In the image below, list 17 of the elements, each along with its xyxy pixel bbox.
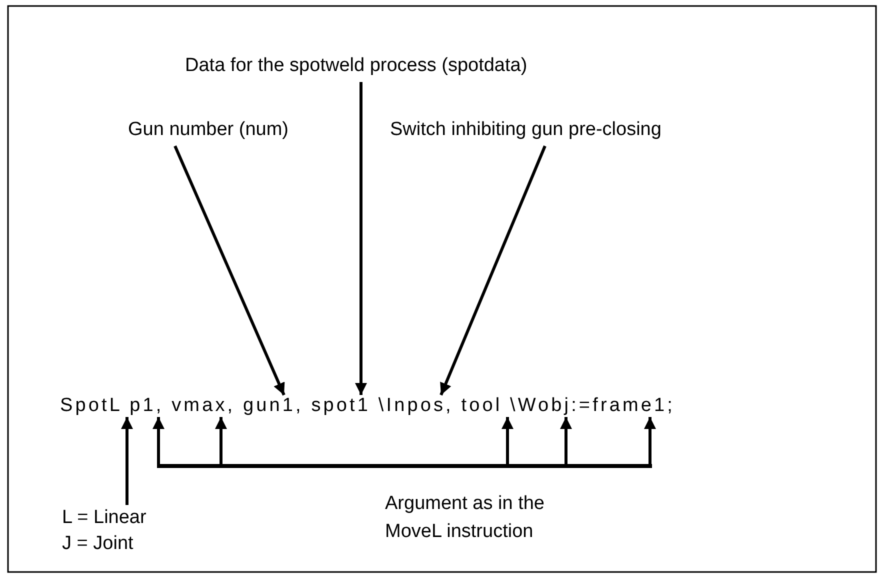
arrow <box>502 417 514 464</box>
code-line: SpotL p1, vmax, gun1, spot1 \Inpos, tool \Wobj:=frame1; <box>60 396 675 416</box>
arrow <box>560 417 572 464</box>
callout-text: Switch inhibiting gun pre-closing <box>390 120 662 140</box>
arrow <box>121 417 133 505</box>
callout-text: Gun number (num) <box>128 120 289 140</box>
arrow <box>174 145 286 396</box>
arrow <box>355 82 367 395</box>
callout-text: Argument as in the MoveL instruction <box>385 492 546 544</box>
callout-text: Data for the spotweld process (spotdata) <box>185 56 528 76</box>
callout-text: L = Linear <box>62 506 146 530</box>
arrow <box>152 417 164 464</box>
arrow <box>215 417 227 464</box>
arrow <box>440 145 546 396</box>
arrow <box>644 417 656 464</box>
bracket <box>157 464 652 468</box>
callout-text: J = Joint <box>62 532 134 556</box>
